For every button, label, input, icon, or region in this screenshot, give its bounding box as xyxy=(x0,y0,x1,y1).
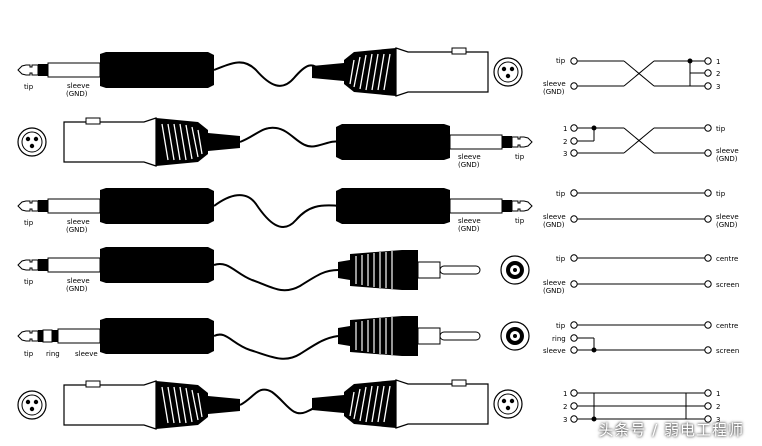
xlr-face xyxy=(17,390,47,420)
ts-jack-plug xyxy=(17,51,215,89)
label-sleeve: sleeve xyxy=(458,153,481,161)
label-gnd: (GND) xyxy=(543,287,565,295)
label-sleeve: sleeve xyxy=(543,347,566,355)
label-tip: tip xyxy=(556,57,566,65)
label-gnd: (GND) xyxy=(458,225,480,233)
xlr-face xyxy=(493,389,523,419)
schematic-2 xyxy=(577,125,705,154)
label-tip: tip xyxy=(556,190,566,198)
label-gnd: (GND) xyxy=(458,161,480,169)
label-tip: tip xyxy=(24,219,34,227)
cable xyxy=(213,194,341,228)
label-pin-3: 3 xyxy=(716,83,720,91)
trs-jack-plug xyxy=(17,317,215,355)
label-sleeve: sleeve xyxy=(67,218,90,226)
label-pin-1: 1 xyxy=(716,390,720,398)
xlr-male-connector xyxy=(312,48,488,96)
watermark: 头条号 / 弱电工程师 xyxy=(598,421,744,439)
label-pin-2: 2 xyxy=(563,403,567,411)
label-pin-3: 3 xyxy=(563,150,567,158)
cable xyxy=(213,61,321,87)
schematic-terminals xyxy=(570,57,712,423)
label-pin-3: 3 xyxy=(563,416,567,424)
cable xyxy=(239,388,323,415)
row-6-xlr-to-xlr xyxy=(17,380,523,430)
label-screen: screen xyxy=(716,281,739,289)
label-gnd: (GND) xyxy=(543,88,565,96)
label-pin-2: 2 xyxy=(716,403,720,411)
label-tip: tip xyxy=(24,278,34,286)
cable xyxy=(213,262,339,292)
label-pin-1: 1 xyxy=(563,390,567,398)
schematic-labels: tip sleeve (GND) 1 2 3 1 2 3 tip sleeve … xyxy=(543,57,739,424)
cable xyxy=(239,126,341,148)
schematic-4 xyxy=(577,257,705,285)
row-2-xlr-to-ts: sleeve (GND) tip xyxy=(17,117,533,169)
label-pin-2: 2 xyxy=(716,70,720,78)
label-tip: tip xyxy=(716,125,726,133)
label-sleeve: sleeve xyxy=(458,217,481,225)
label-gnd: (GND) xyxy=(66,90,88,98)
label-centre: centre xyxy=(716,322,738,330)
label-pin-3: 3 xyxy=(716,416,720,424)
label-sleeve: sleeve xyxy=(67,82,90,90)
label-gnd: (GND) xyxy=(543,221,565,229)
label-sleeve: sleeve xyxy=(543,213,566,221)
xlr-male-connector xyxy=(312,380,488,428)
ts-jack-plug xyxy=(17,246,215,284)
label-tip: tip xyxy=(515,217,525,225)
label-sleeve: sleeve xyxy=(543,80,566,88)
label-pin-2: 2 xyxy=(563,138,567,146)
label-sleeve: sleeve xyxy=(543,279,566,287)
xlr-face xyxy=(17,127,47,157)
label-gnd: (GND) xyxy=(66,226,88,234)
rca-plug xyxy=(337,249,481,291)
label-pin-1: 1 xyxy=(716,58,720,66)
label-sleeve: sleeve xyxy=(716,213,739,221)
label-pin-1: 1 xyxy=(563,125,567,133)
schematic-5 xyxy=(577,324,705,353)
label-screen: screen xyxy=(716,347,739,355)
label-tip: tip xyxy=(515,153,525,161)
label-tip: tip xyxy=(24,83,34,91)
cable xyxy=(213,333,339,360)
row-3-ts-to-ts: tip sleeve (GND) sleeve (GND) tip xyxy=(17,187,533,234)
row-1-ts-to-xlr: tip sleeve (GND) xyxy=(17,48,523,98)
label-tip: tip xyxy=(716,190,726,198)
label-ring: ring xyxy=(552,335,566,343)
label-centre: centre xyxy=(716,255,738,263)
row-4-ts-to-rca: tip sleeve (GND) xyxy=(17,246,530,293)
schematic-1 xyxy=(577,58,705,87)
label-tip: tip xyxy=(556,255,566,263)
schematic-3 xyxy=(577,192,705,220)
row-5-trs-to-rca: tip ring sleeve xyxy=(17,315,530,360)
label-tip: tip xyxy=(556,322,566,330)
label-ring: ring xyxy=(46,350,60,358)
xlr-female-connector xyxy=(63,117,241,167)
ts-jack-plug xyxy=(335,123,533,161)
rca-face xyxy=(500,321,530,351)
label-gnd: (GND) xyxy=(66,285,88,293)
xlr-face xyxy=(493,57,523,87)
label-tip: tip xyxy=(24,350,34,358)
ts-jack-plug xyxy=(17,187,215,225)
label-sleeve: sleeve xyxy=(75,350,98,358)
xlr-female-connector xyxy=(63,380,241,430)
label-gnd: (GND) xyxy=(716,155,738,163)
rca-face xyxy=(500,255,530,285)
label-sleeve: sleeve xyxy=(716,147,739,155)
schematic-6 xyxy=(577,392,705,422)
label-gnd: (GND) xyxy=(716,221,738,229)
label-sleeve: sleeve xyxy=(67,277,90,285)
ts-jack-plug xyxy=(335,187,533,225)
rca-plug xyxy=(337,315,481,357)
